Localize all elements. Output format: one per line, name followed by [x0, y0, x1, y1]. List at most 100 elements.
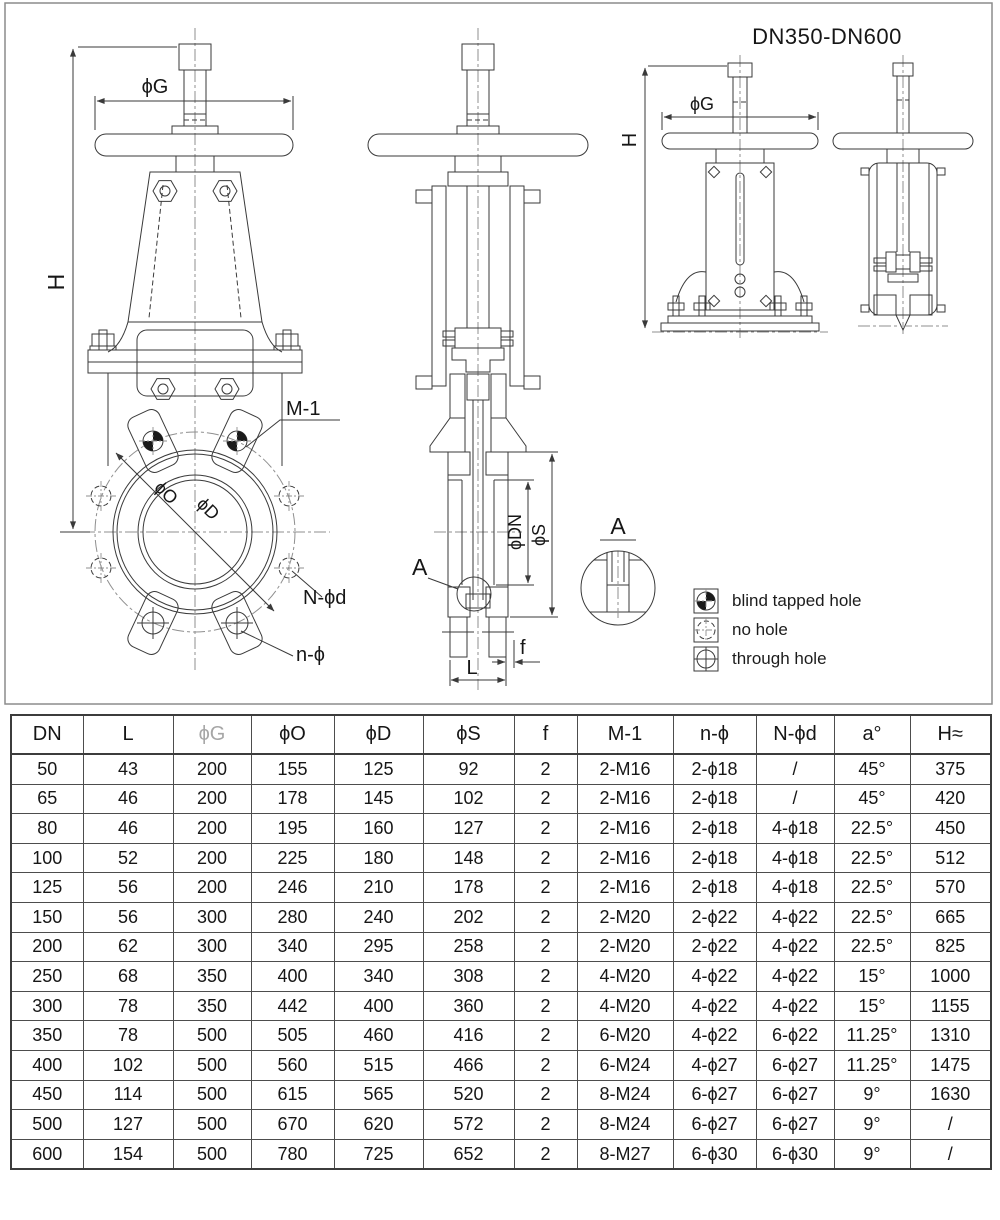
- dn350-600-side-view: [832, 55, 974, 334]
- no-hole-mark: [85, 552, 117, 584]
- table-cell: 350: [172, 990, 252, 1022]
- table-cell: 2-ϕ18: [672, 813, 757, 844]
- table-cell: 2: [513, 901, 578, 933]
- table-cell: 2: [513, 813, 578, 844]
- column-header: ϕG: [172, 714, 252, 755]
- valve-drawing-area: ϕG H: [4, 2, 993, 705]
- table-cell: 200: [172, 753, 252, 785]
- table-cell: 665: [909, 901, 992, 933]
- table-cell: 8-M24: [576, 1109, 674, 1140]
- table-cell: 340: [250, 931, 335, 963]
- table-cell: 466: [422, 1049, 515, 1081]
- table-cell: 1630: [909, 1079, 992, 1111]
- table-cell: 652: [422, 1138, 515, 1170]
- table-cell: 4-ϕ18: [755, 813, 835, 844]
- table-cell: 6-ϕ27: [755, 1079, 835, 1111]
- table-cell: 340: [333, 961, 424, 992]
- column-header: ϕO: [250, 714, 335, 755]
- table-cell: 180: [333, 842, 424, 874]
- dim-label-l: L: [466, 657, 477, 679]
- table-cell: 2: [513, 990, 578, 1022]
- no-hole-mark: [273, 480, 305, 512]
- column-header: L: [82, 714, 174, 755]
- table-cell: 500: [172, 1109, 252, 1140]
- dim-label-h-right: H: [619, 133, 641, 147]
- table-cell: 2: [513, 1138, 578, 1170]
- blind-tapped-hole-icon: [693, 588, 719, 613]
- table-cell: 195: [250, 813, 335, 844]
- table-cell: 2: [513, 1020, 578, 1051]
- table-cell: 160: [333, 813, 424, 844]
- table-cell: 200: [172, 842, 252, 874]
- table-cell: 178: [250, 783, 335, 815]
- column-header: ϕS: [422, 714, 515, 755]
- table-cell: 127: [82, 1109, 174, 1140]
- table-cell: 500: [10, 1109, 84, 1140]
- column-header: n-ϕ: [672, 714, 757, 755]
- table-cell: 300: [172, 931, 252, 963]
- column-header: a°: [833, 714, 911, 755]
- table-cell: 65: [10, 783, 84, 815]
- table-cell: 4-M20: [576, 961, 674, 992]
- table-cell: 6-ϕ30: [672, 1138, 757, 1170]
- table-cell: 80: [10, 813, 84, 844]
- no-hole-icon: [693, 617, 719, 642]
- table-cell: 200: [10, 931, 84, 963]
- table-cell: 22.5°: [833, 901, 911, 933]
- table-cell: 500: [172, 1138, 252, 1170]
- callout-detail-a: A: [412, 554, 428, 580]
- table-cell: 6-ϕ22: [755, 1020, 835, 1051]
- dim-label-phi-d: ϕD: [193, 493, 224, 523]
- table-cell: 560: [250, 1049, 335, 1081]
- dn350-600-front-view: H ϕG: [619, 55, 828, 338]
- table-cell: 2: [513, 872, 578, 903]
- table-cell: 6-ϕ27: [672, 1079, 757, 1111]
- table-cell: 92: [422, 753, 515, 785]
- table-cell: 515: [333, 1049, 424, 1081]
- table-cell: 154: [82, 1138, 174, 1170]
- dim-label-f: f: [520, 637, 526, 659]
- callout-n-phi: n-ϕ: [296, 644, 325, 666]
- table-cell: 150: [10, 901, 84, 933]
- table-cell: 360: [422, 990, 515, 1022]
- table-cell: 125: [10, 872, 84, 903]
- table-cell: 2-M20: [576, 931, 674, 963]
- size-range-title: DN350-DN600: [752, 24, 902, 49]
- table-cell: 100: [10, 842, 84, 874]
- legend-item-no-hole: no hole: [692, 615, 862, 644]
- table-cell: 2-ϕ18: [672, 783, 757, 815]
- hole-legend: blind tapped hole no hole through hole: [692, 586, 862, 673]
- table-cell: 2: [513, 783, 578, 815]
- side-section-view: ϕDN ϕS A f L: [367, 28, 589, 690]
- legend-item-through-hole: through hole: [692, 644, 862, 673]
- table-cell: 2: [513, 842, 578, 874]
- table-cell: 4-ϕ22: [672, 990, 757, 1022]
- table-cell: 375: [909, 753, 992, 785]
- table-cell: 505: [250, 1020, 335, 1051]
- table-cell: 512: [909, 842, 992, 874]
- table-cell: 125: [333, 753, 424, 785]
- table-cell: 4-ϕ27: [672, 1049, 757, 1081]
- table-cell: 780: [250, 1138, 335, 1170]
- table-cell: 202: [422, 901, 515, 933]
- table-cell: 148: [422, 842, 515, 874]
- table-cell: 4-ϕ22: [755, 961, 835, 992]
- table-cell: 1310: [909, 1020, 992, 1051]
- detail-a: A: [580, 513, 656, 626]
- table-cell: 500: [172, 1079, 252, 1111]
- table-cell: 350: [10, 1020, 84, 1051]
- table-cell: 2-ϕ18: [672, 753, 757, 785]
- table-cell: 9°: [833, 1138, 911, 1170]
- table-cell: 250: [10, 961, 84, 992]
- table-cell: 2: [513, 753, 578, 785]
- table-cell: 78: [82, 1020, 174, 1051]
- table-cell: 240: [333, 901, 424, 933]
- table-cell: 2: [513, 1079, 578, 1111]
- table-cell: 300: [10, 990, 84, 1022]
- table-cell: 670: [250, 1109, 335, 1140]
